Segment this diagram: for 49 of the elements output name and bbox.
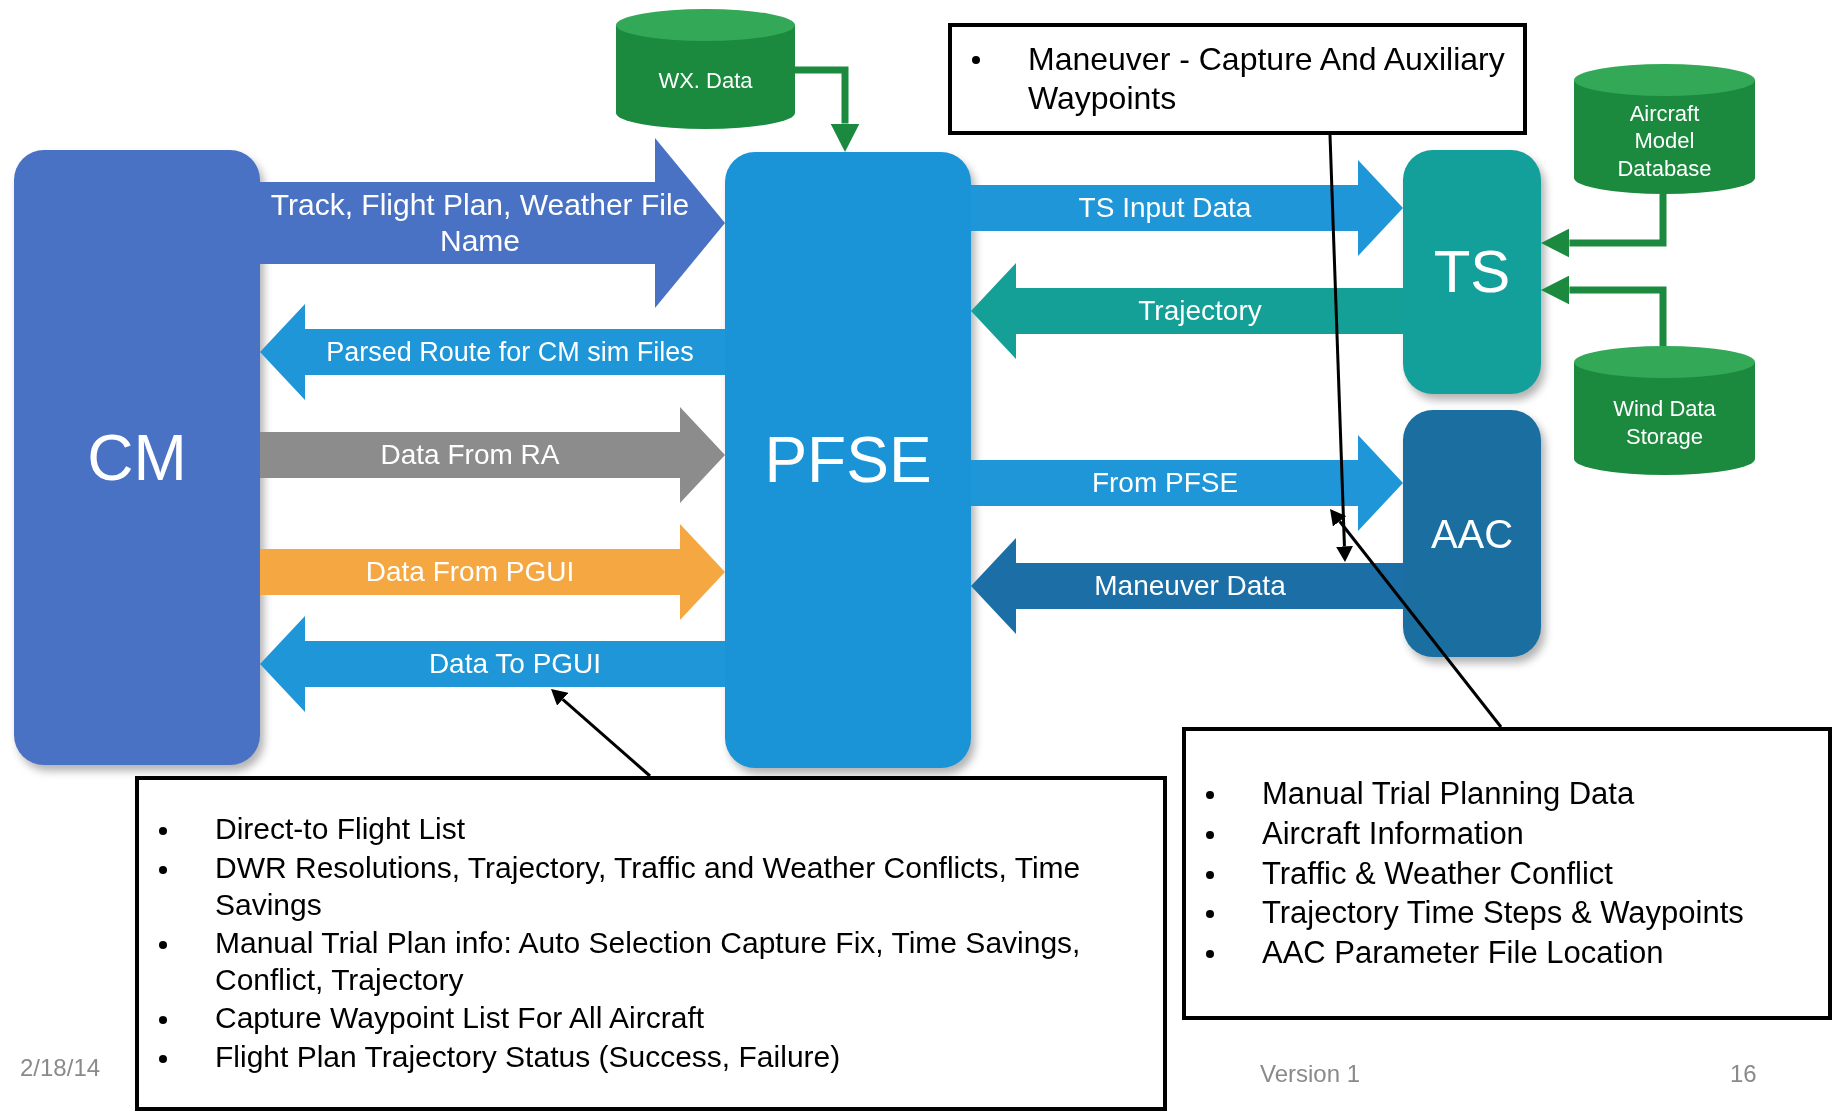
node-label: Wind Data Storage bbox=[1612, 395, 1717, 450]
bullet-text: Direct-to Flight List bbox=[215, 811, 466, 848]
edge-label: Parsed Route for CM sim Files bbox=[326, 335, 694, 369]
bullet-text: Manual Trial Planning Data bbox=[1262, 774, 1635, 813]
bullet-text: Flight Plan Trajectory Status (Success, Failure) bbox=[215, 1039, 841, 1075]
callout-box bbox=[1182, 727, 1832, 1020]
footer-text: 2/18/14 bbox=[20, 1053, 101, 1083]
bullet-text: Maneuver - Capture And Auxiliary Waypoints bbox=[1028, 39, 1506, 118]
edge-label: TS Input Data bbox=[1078, 191, 1252, 225]
footer-text: 16 bbox=[1730, 1059, 1757, 1089]
connector-arrow bbox=[795, 66, 860, 152]
connector-arrow bbox=[1541, 194, 1667, 258]
process-box bbox=[1403, 410, 1541, 657]
bullet-text: Manual Trial Plan info: Auto Selection Capture Fix, Time Savings, Conflict, Trajectory bbox=[215, 925, 1082, 998]
bullet-text: Trajectory Time Steps & Waypoints bbox=[1262, 894, 1744, 933]
node-label: AAC bbox=[1430, 513, 1514, 554]
footer-text: Version 1 bbox=[1260, 1059, 1361, 1089]
bullet-text: Aircraft Information bbox=[1262, 814, 1524, 853]
bullet-text: Traffic & Weather Conflict bbox=[1262, 854, 1613, 893]
edge-label: From PFSE bbox=[1091, 466, 1239, 500]
leader-line bbox=[551, 689, 651, 778]
edge-label: Trajectory bbox=[1138, 294, 1262, 328]
node-label: CM bbox=[87, 425, 187, 490]
block-arrow bbox=[971, 435, 1403, 531]
node-label: Aircraft Model Database bbox=[1616, 99, 1713, 183]
edge-label: Data To PGUI bbox=[428, 647, 602, 681]
block-arrow bbox=[260, 304, 725, 400]
block-arrow bbox=[260, 138, 725, 308]
leader-line bbox=[1328, 134, 1353, 562]
callout-box bbox=[948, 23, 1527, 135]
leader-line bbox=[1330, 509, 1503, 728]
block-arrow bbox=[971, 538, 1403, 634]
block-arrow bbox=[971, 160, 1403, 256]
bullet-text: AAC Parameter File Location bbox=[1262, 934, 1664, 973]
block-arrow bbox=[971, 263, 1403, 359]
edge-label: Track, Flight Plan, Weather File Name bbox=[269, 187, 691, 259]
bullet-text: DWR Resolutions, Trajectory, Traffic and Weather Conflicts, Time Savings bbox=[215, 850, 1082, 923]
process-box bbox=[725, 152, 971, 768]
connector-arrow bbox=[1541, 275, 1667, 346]
edge-label: Maneuver Data bbox=[1094, 569, 1286, 603]
node-label: PFSE bbox=[764, 428, 932, 492]
edge-label: Data From RA bbox=[380, 438, 560, 472]
process-box bbox=[1403, 150, 1541, 394]
process-box bbox=[14, 150, 260, 765]
node-label: TS bbox=[1433, 242, 1511, 302]
edge-label: Data From PGUI bbox=[365, 555, 575, 589]
node-label: WX. Data bbox=[658, 67, 753, 95]
callout-box bbox=[135, 776, 1167, 1111]
bullet-text: Capture Waypoint List For All Aircraft bbox=[215, 1000, 705, 1037]
